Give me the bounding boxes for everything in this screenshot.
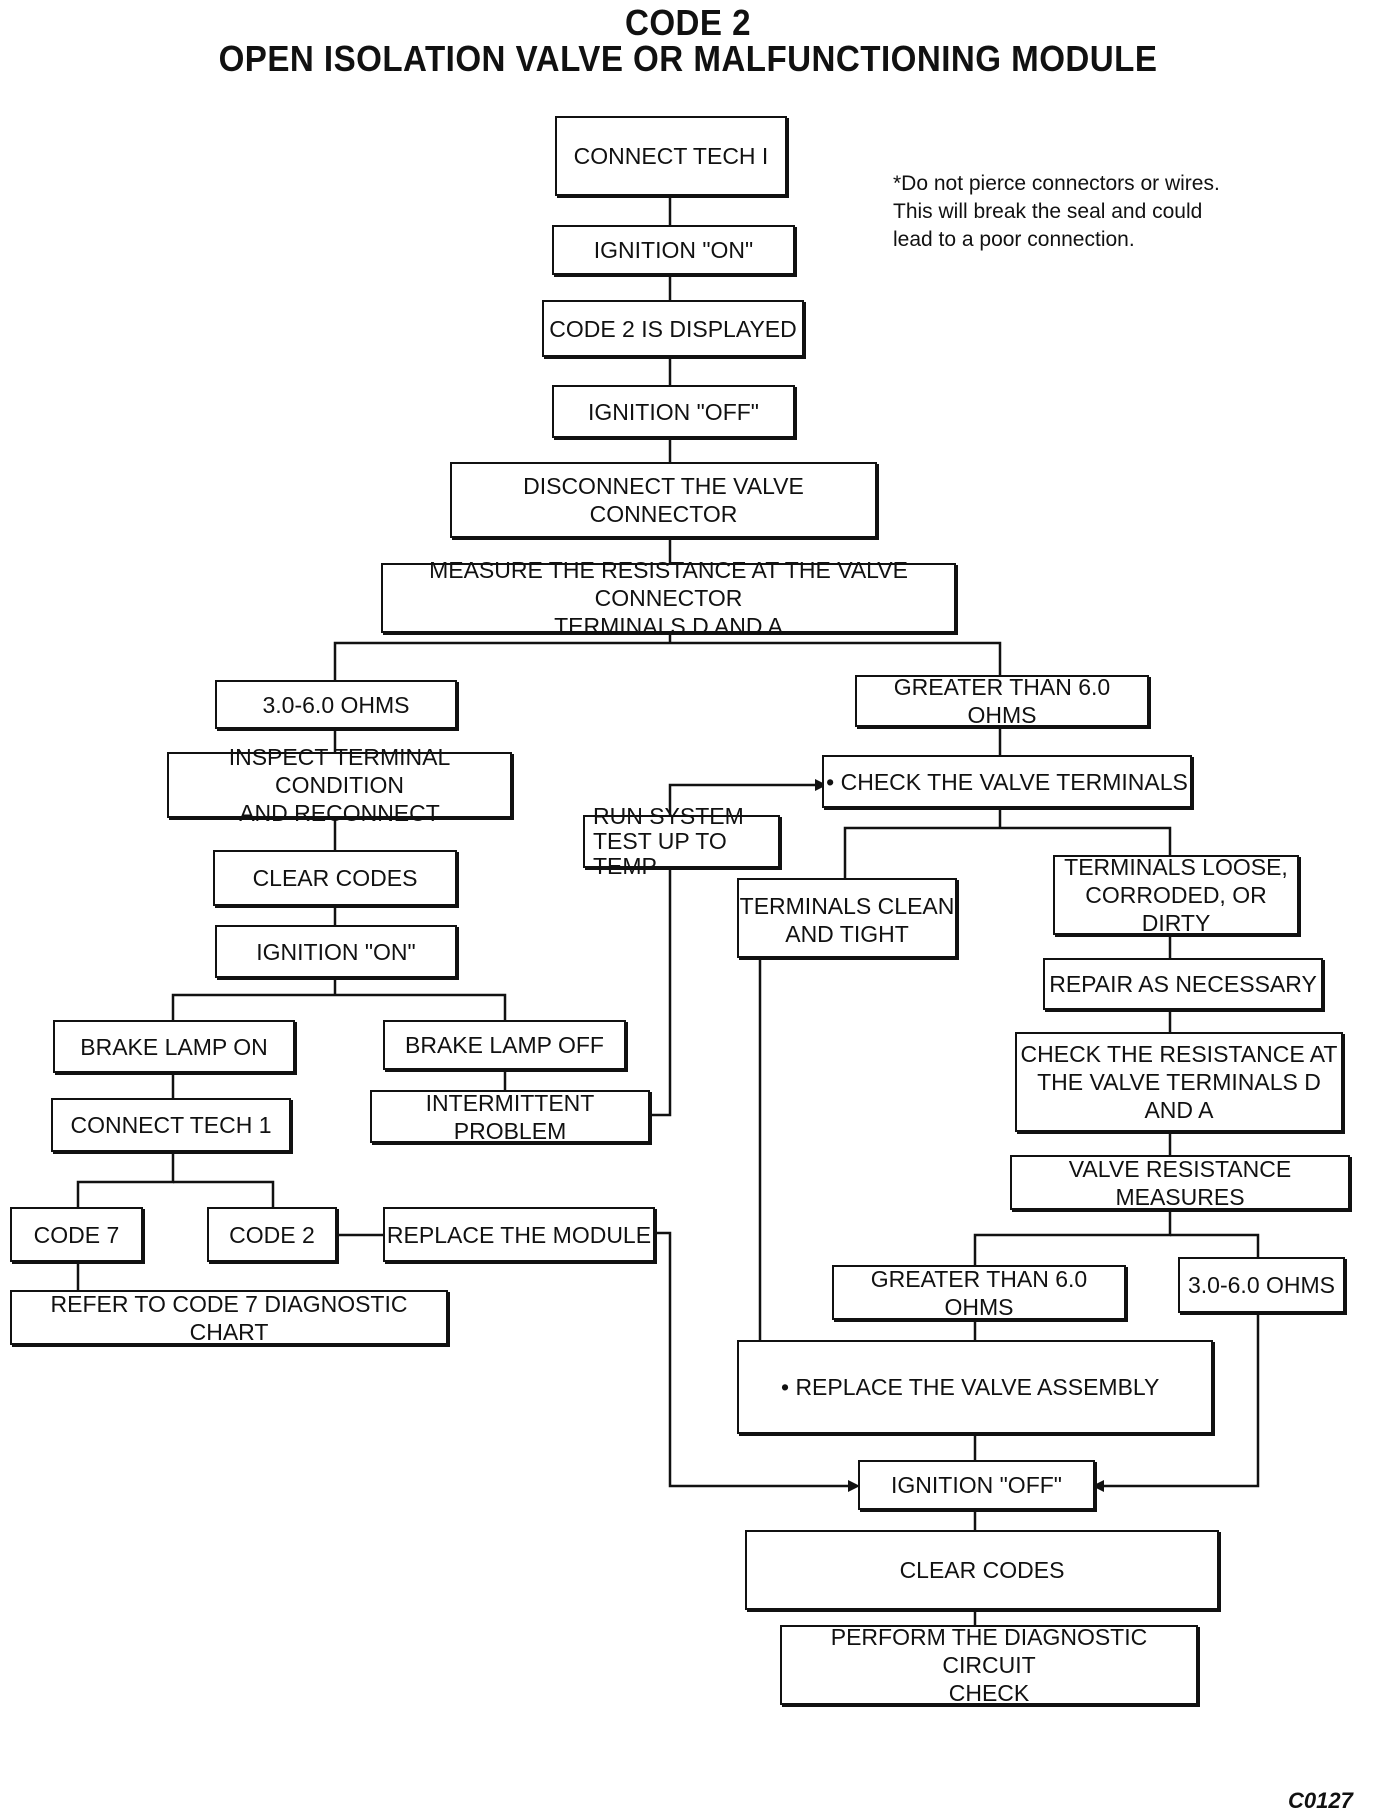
node-label: CODE 7	[33, 1221, 120, 1248]
greater-6-ohms-top-box: GREATER THAN 6.0 OHMS	[855, 674, 1149, 728]
node-label: RUN SYSTEM TEST UP TO TEMP	[593, 803, 744, 879]
measure-resistance-box: MEASURE THE RESISTANCE AT THE VALVE CONN…	[381, 557, 956, 639]
node-label: TERMINALS CLEAN AND TIGHT	[739, 893, 955, 947]
inspect-terminal-box: INSPECT TERMINAL CONDITION AND RECONNECT	[167, 744, 512, 826]
connector	[171, 993, 507, 1020]
terminals-loose-box: TERMINALS LOOSE, CORRODED, OR DIRTY	[1053, 854, 1299, 936]
perform-diagnostic-box: PERFORM THE DIAGNOSTIC CIRCUIT CHECK	[780, 1624, 1198, 1706]
node-label: MEASURE THE RESISTANCE AT THE VALVE CONN…	[429, 557, 908, 639]
connector	[173, 1180, 275, 1207]
ohms-3-6-right-box: 3.0-6.0 OHMS	[1178, 1257, 1345, 1313]
node-label: CONNECT TECH 1	[70, 1112, 272, 1138]
node-label: BRAKE LAMP OFF	[405, 1032, 604, 1058]
code2-displayed-box: CODE 2 IS DISPLAYED	[542, 300, 804, 357]
node-label: IGNITION "OFF"	[891, 1472, 1062, 1498]
clear-codes-box: CLEAR CODES	[213, 850, 457, 906]
connector	[843, 826, 1172, 878]
caution-note: *Do not pierce connectors or wires. This…	[893, 172, 1220, 251]
node-label: REPAIR AS NECESSARY	[1049, 971, 1317, 997]
connector	[668, 783, 815, 815]
connector	[1170, 1233, 1260, 1257]
node-label: BRAKE LAMP ON	[80, 1033, 268, 1060]
node-label: TERMINALS LOOSE, CORRODED, OR DIRTY	[1064, 854, 1288, 936]
connector	[333, 641, 1002, 680]
node-label: REPLACE THE MODULE	[386, 1221, 652, 1248]
ignition-off-2-box: IGNITION "OFF"	[858, 1460, 1095, 1510]
node-label: CONNECT TECH I	[573, 143, 769, 169]
arrowhead	[848, 1480, 860, 1492]
chart-subtitle: OPEN ISOLATION VALVE OR MALFUNCTIONING M…	[218, 38, 1158, 79]
refer-code7-box: REFER TO CODE 7 DIAGNOSTIC CHART	[10, 1290, 448, 1345]
node-label: IGNITION "ON"	[593, 237, 754, 263]
node-label: DISCONNECT THE VALVE CONNECTOR	[523, 473, 804, 527]
terminals-clean-box: TERMINALS CLEAN AND TIGHT	[737, 878, 957, 958]
check-valve-terminals-box: • CHECK THE VALVE TERMINALS	[822, 755, 1192, 808]
ignition-off-box: IGNITION "OFF"	[552, 385, 795, 438]
node-label: GREATER THAN 6.0 OHMS	[870, 1265, 1088, 1320]
run-system-test-box: RUN SYSTEM TEST UP TO TEMP	[583, 804, 780, 879]
connector	[1097, 1313, 1260, 1488]
connector	[76, 1152, 175, 1207]
node-label: CODE 2	[229, 1221, 315, 1248]
chart-title: CODE 2	[624, 2, 752, 43]
node-label: INSPECT TERMINAL CONDITION AND RECONNECT	[228, 744, 451, 826]
intermittent-problem-box: INTERMITTENT PROBLEM	[370, 1089, 650, 1144]
clear-codes-2-box: CLEAR CODES	[745, 1530, 1219, 1610]
greater-6-ohms-bottom-box: GREATER THAN 6.0 OHMS	[832, 1265, 1126, 1320]
brake-lamp-on-box: BRAKE LAMP ON	[53, 1020, 295, 1073]
check-resistance-terminals-box: CHECK THE RESISTANCE AT THE VALVE TERMIN…	[1015, 1032, 1343, 1132]
connect-tech-box: CONNECT TECH I	[555, 116, 787, 196]
node-label: 3.0-6.0 OHMS	[1188, 1272, 1335, 1298]
connector	[650, 868, 672, 1117]
node-label: REFER TO CODE 7 DIAGNOSTIC CHART	[50, 1290, 408, 1345]
replace-valve-assembly-box: • REPLACE THE VALVE ASSEMBLY	[737, 1340, 1213, 1434]
code-2-box: CODE 2	[207, 1207, 337, 1262]
ignition-on-box: IGNITION "ON"	[552, 225, 795, 275]
connector	[973, 1210, 1172, 1265]
code-7-box: CODE 7	[10, 1207, 143, 1262]
node-label: GREATER THAN 6.0 OHMS	[893, 674, 1111, 728]
connect-tech-1-box: CONNECT TECH 1	[51, 1098, 291, 1152]
node-label: IGNITION "ON"	[256, 938, 416, 965]
node-label: INTERMITTENT PROBLEM	[425, 1089, 595, 1144]
node-label: CODE 2 IS DISPLAYED	[549, 315, 797, 342]
node-label: CLEAR CODES	[899, 1557, 1065, 1583]
disconnect-valve-connector-box: DISCONNECT THE VALVE CONNECTOR	[450, 462, 877, 538]
node-label: • CHECK THE VALVE TERMINALS	[826, 768, 1188, 795]
node-label: CLEAR CODES	[252, 865, 418, 891]
node-label: 3.0-6.0 OHMS	[262, 691, 410, 718]
ignition-on-2-box: IGNITION "ON"	[215, 925, 457, 978]
node-label: PERFORM THE DIAGNOSTIC CIRCUIT CHECK	[830, 1624, 1148, 1706]
repair-as-necessary-box: REPAIR AS NECESSARY	[1043, 958, 1323, 1010]
arrowhead	[815, 779, 827, 791]
replace-module-box: REPLACE THE MODULE	[383, 1207, 655, 1262]
node-label: VALVE RESISTANCE MEASURES	[1068, 1155, 1292, 1210]
valve-resistance-measures-box: VALVE RESISTANCE MEASURES	[1010, 1155, 1350, 1210]
node-label: CHECK THE RESISTANCE AT THE VALVE TERMIN…	[1020, 1041, 1338, 1123]
figure-id: C0127	[1288, 1788, 1353, 1813]
ohms-3-6-left-box: 3.0-6.0 OHMS	[215, 680, 457, 729]
connector	[655, 1231, 855, 1488]
brake-lamp-off-box: BRAKE LAMP OFF	[383, 1020, 626, 1070]
node-label: IGNITION "OFF"	[588, 398, 759, 425]
node-label: • REPLACE THE VALVE ASSEMBLY	[781, 1374, 1160, 1400]
arrowhead	[1092, 1480, 1104, 1492]
